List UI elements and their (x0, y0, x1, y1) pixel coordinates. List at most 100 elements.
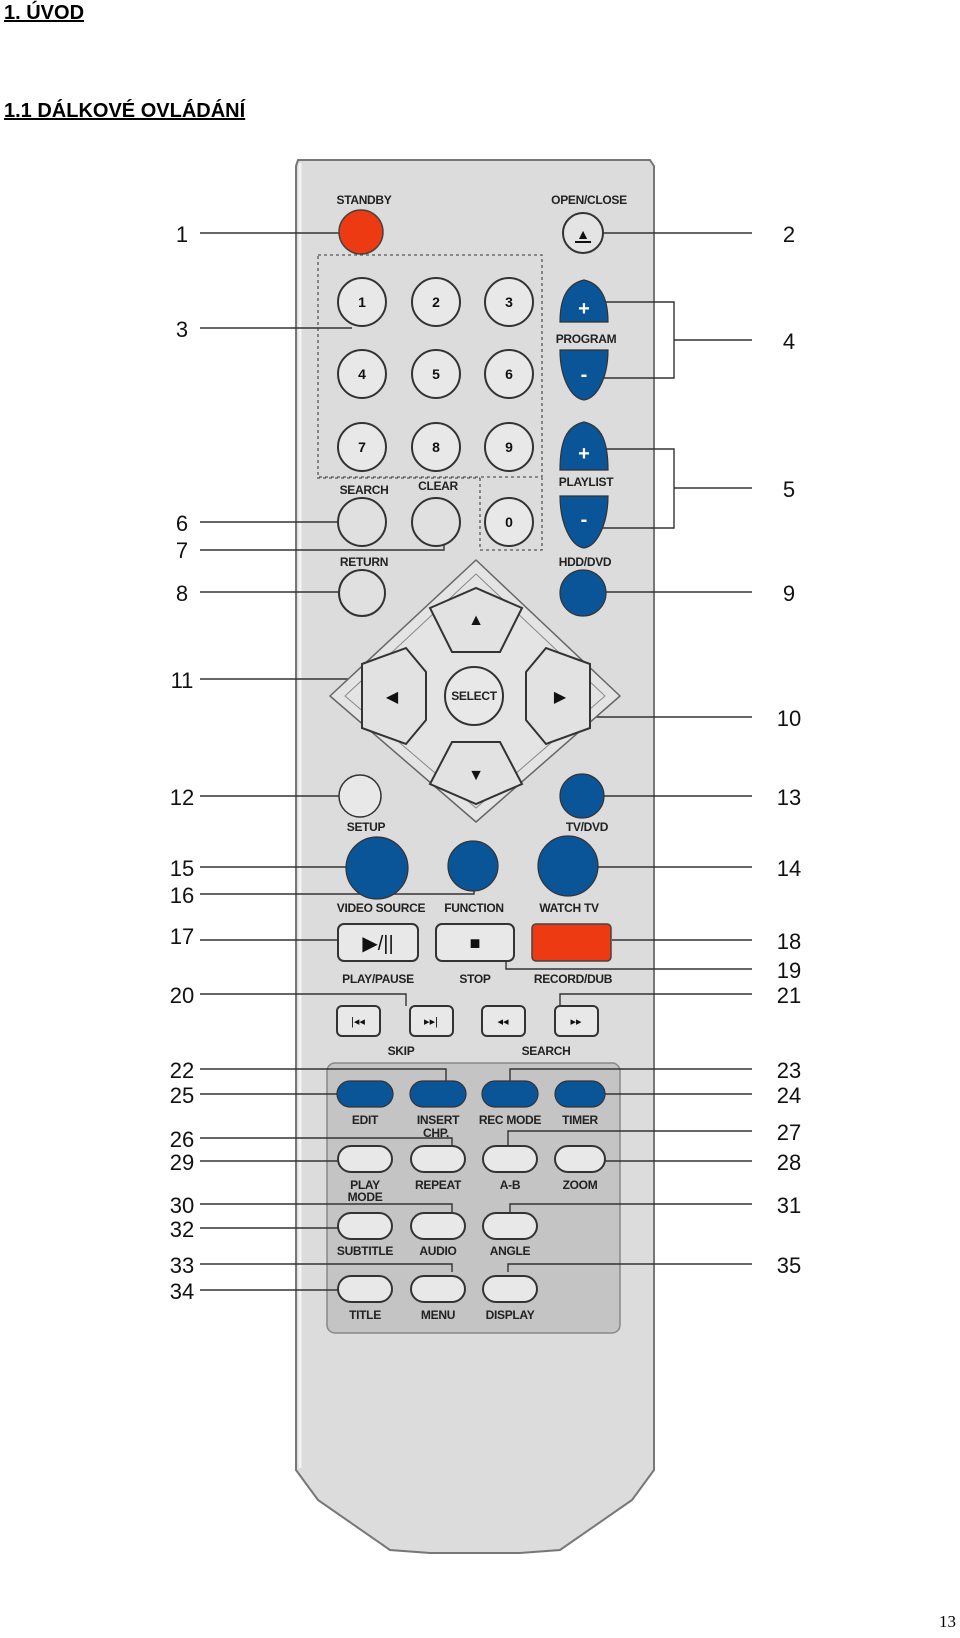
digit-8-button[interactable] (411, 422, 461, 472)
menu-button[interactable] (410, 1275, 466, 1303)
nav-up-button[interactable] (428, 586, 524, 653)
video-source-label: VIDEO SOURCE (337, 901, 426, 915)
search-group-label: SEARCH (522, 1044, 571, 1058)
timer-button[interactable] (554, 1080, 606, 1108)
clear-button[interactable] (411, 497, 461, 547)
return-button[interactable] (338, 569, 386, 617)
digit-7-button[interactable] (337, 422, 387, 472)
callout-25: 25 (170, 1083, 194, 1108)
insert-chp-button[interactable] (409, 1080, 467, 1108)
title-label: TITLE (349, 1308, 381, 1322)
playlist-minus-button[interactable] (559, 495, 609, 549)
callout-19: 19 (777, 958, 801, 983)
digit-0-button[interactable] (484, 497, 534, 547)
video-source-button[interactable] (345, 836, 409, 900)
setup-button[interactable] (338, 774, 382, 818)
return-label: RETURN (340, 555, 388, 569)
digit-3-label: 3 (505, 294, 513, 310)
skip-forward-icon: ▸▸| (424, 1016, 438, 1028)
record-dub-button[interactable] (531, 923, 612, 962)
function-button[interactable] (447, 840, 499, 892)
subtitle-label: SUBTITLE (337, 1244, 394, 1258)
stop-label: STOP (459, 972, 491, 986)
callout-26: 26 (170, 1127, 194, 1152)
standby-label: STANDBY (336, 193, 391, 207)
digit-8-label: 8 (432, 439, 440, 455)
rewind-button[interactable] (481, 1005, 526, 1037)
subsection-heading: 1.1 DÁLKOVÉ OVLÁDÁNÍ (4, 100, 246, 122)
title-button[interactable] (337, 1275, 393, 1303)
stop-icon: ■ (470, 933, 481, 953)
rec-mode-button[interactable] (481, 1080, 539, 1108)
playlist-plus-button[interactable] (559, 421, 609, 471)
edit-button[interactable] (336, 1080, 394, 1108)
a-b-button[interactable] (482, 1145, 538, 1173)
callout-5: 5 (783, 477, 795, 502)
nav-down-button[interactable] (428, 741, 524, 806)
callout-27: 27 (777, 1120, 801, 1145)
open-close-button[interactable] (562, 212, 604, 254)
callout-4: 4 (783, 329, 795, 354)
callout-2: 2 (783, 222, 795, 247)
display-button[interactable] (482, 1275, 538, 1303)
playlist-plus-label: + (578, 443, 590, 465)
hdd-dvd-button[interactable] (559, 569, 607, 617)
digit-9-button[interactable] (484, 422, 534, 472)
arrow-down-icon: ▼ (468, 767, 484, 784)
callout-33: 33 (170, 1253, 194, 1278)
callout-35: 35 (777, 1253, 801, 1278)
angle-button[interactable] (482, 1212, 538, 1240)
subtitle-button[interactable] (337, 1212, 393, 1240)
nav-left-button[interactable] (361, 646, 427, 746)
standby-button[interactable] (338, 209, 384, 255)
function-label: FUNCTION (444, 901, 504, 915)
clear-label: CLEAR (418, 479, 458, 493)
program-minus-button[interactable] (559, 349, 609, 401)
digit-5-button[interactable] (411, 349, 461, 399)
digit-1-button[interactable] (337, 277, 387, 327)
callout-1: 1 (176, 222, 188, 247)
digit-4-button[interactable] (337, 349, 387, 399)
callout-8: 8 (176, 581, 188, 606)
skip-back-icon: |◂◂ (351, 1016, 365, 1028)
select-button[interactable] (444, 666, 504, 726)
section-heading: 1. ÚVOD (4, 2, 85, 24)
tv-dvd-button[interactable] (559, 773, 605, 819)
digit-1-label: 1 (358, 294, 366, 310)
program-plus-button[interactable] (559, 279, 609, 323)
page-number: 13 (939, 1612, 956, 1631)
program-label: PROGRAM (556, 332, 617, 346)
callout-30: 30 (170, 1193, 194, 1218)
digit-6-button[interactable] (484, 349, 534, 399)
digit-0-label: 0 (505, 514, 513, 530)
callout-13: 13 (777, 785, 801, 810)
watch-tv-button[interactable] (537, 835, 599, 897)
nav-right-button[interactable] (525, 646, 591, 746)
play-mode-button[interactable] (337, 1145, 393, 1173)
mode-label: MODE (348, 1190, 383, 1204)
arrow-up-icon: ▲ (468, 612, 484, 629)
search-button[interactable] (337, 497, 387, 547)
audio-button[interactable] (410, 1212, 466, 1240)
setup-label: SETUP (347, 820, 386, 834)
digit-3-button[interactable] (484, 277, 534, 327)
number-group-outline (317, 254, 543, 478)
search-label: SEARCH (340, 483, 389, 497)
callout-32: 32 (170, 1217, 194, 1242)
fast-forward-button[interactable] (554, 1005, 599, 1037)
play-pause-label: PLAY/PAUSE (342, 972, 414, 986)
play-pause-button[interactable] (337, 923, 419, 962)
callout-18: 18 (777, 929, 801, 954)
record-dub-label: RECORD/DUB (534, 972, 613, 986)
stop-button[interactable] (435, 923, 515, 962)
skip-forward-button[interactable] (409, 1005, 454, 1037)
digit-2-button[interactable] (411, 277, 461, 327)
repeat-button[interactable] (410, 1145, 466, 1173)
angle-label: ANGLE (490, 1244, 531, 1258)
callout-21: 21 (777, 983, 801, 1008)
program-plus-label: + (578, 298, 590, 320)
arrow-left-icon: ◀ (386, 689, 399, 706)
select-label: SELECT (451, 689, 498, 703)
zoom-button[interactable] (554, 1145, 606, 1173)
skip-back-button[interactable] (336, 1005, 381, 1037)
